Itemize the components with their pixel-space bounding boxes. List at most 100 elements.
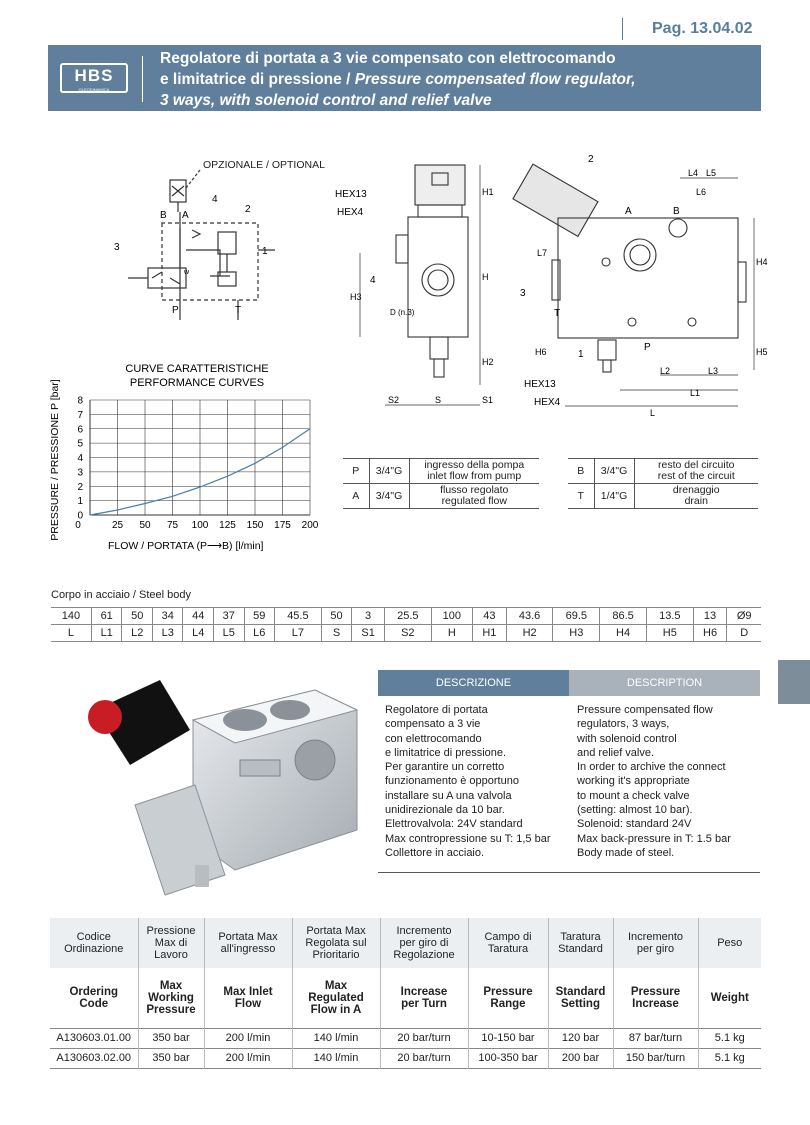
solenoid-angled [512, 163, 599, 238]
port-name: B [568, 458, 595, 484]
y-tick-label: 8 [77, 396, 83, 407]
dim-s2: S2 [388, 395, 399, 405]
x-tick-label: 50 [139, 520, 151, 531]
dimension-value: 100 [430, 607, 473, 625]
front-view-drawing: 2 3 1 L4 L5 L6 L7 A B T P H4 H5 H6 L2 L3… [512, 154, 768, 418]
x-tick-label: 150 [247, 520, 264, 531]
description-it-text: Regolatore di portata compensato a 3 vie… [385, 704, 551, 859]
dim-l4: L4 [688, 168, 698, 178]
dim-h6: H6 [535, 347, 547, 357]
y-tick-label: 5 [77, 439, 83, 450]
title-en-part-2: 3 ways, with solenoid control and relief… [160, 92, 492, 109]
spec-cell: A130603.01.00 [50, 1027, 139, 1048]
dim-s1: S1 [482, 395, 493, 405]
front-callout-1: 1 [578, 349, 584, 360]
dimension-label: L3 [151, 624, 183, 642]
header-cell-en: Max Regulated Flow in A [292, 968, 381, 1028]
spec-cell: 200 bar [548, 1047, 614, 1068]
chart-x-label: FLOW / PORTATA (P⟶B) [l/min] [108, 540, 264, 552]
dim-l5: L5 [706, 168, 716, 178]
spec-cell: 10-150 bar [468, 1027, 549, 1048]
optional-symbol-mark [171, 185, 185, 197]
page-title: Regolatore di portata a 3 vie compensato… [160, 48, 750, 111]
dim-h2: H2 [482, 357, 494, 367]
front-port-b: B [673, 206, 680, 217]
description-en-text: Pressure compensated flow regulators, 3 … [577, 704, 731, 859]
dim-h4: H4 [756, 257, 768, 267]
x-tick-label: 100 [192, 520, 209, 531]
spec-cell: 87 bar/turn [613, 1027, 699, 1048]
dimension-label: H5 [645, 624, 694, 642]
dim-l2: L2 [660, 366, 670, 376]
dimension-label: L7 [274, 624, 322, 642]
dimension-label: H3 [552, 624, 600, 642]
dimension-label: D [726, 624, 761, 642]
dimension-label: L2 [121, 624, 153, 642]
title-en-part: Pressure compensated flow regulator, [354, 71, 636, 88]
header-cell-en: Increase per Turn [380, 968, 469, 1028]
dimension-label: H1 [472, 624, 507, 642]
header-cell-en: Max Inlet Flow [204, 968, 293, 1028]
optional-label: OPZIONALE / OPTIONAL [203, 159, 325, 171]
dimension-value: 43.6 [505, 607, 553, 625]
y-tick-label: 1 [77, 496, 83, 507]
dimension-label: L6 [243, 624, 275, 642]
port-name: T [568, 483, 595, 509]
port-size: 3/4"G [594, 458, 635, 484]
dimension-value: 140 [61, 610, 81, 622]
front-port-a: A [625, 206, 632, 217]
page-number-separator [622, 18, 623, 40]
header-cell-it: Peso [698, 918, 761, 968]
dimension-label: S1 [351, 624, 385, 642]
performance-chart: CURVE CARATTERISTICHE PERFORMANCE CURVES… [49, 363, 319, 552]
port-a-label: A [182, 210, 189, 221]
header-cell-it: Portata Max Regolata sul Prioritario [292, 918, 381, 968]
dimension-value: 61 [90, 607, 122, 625]
dimension-value: 37 [213, 607, 245, 625]
spec-cell: 150 bar/turn [613, 1047, 699, 1068]
spec-cell: 20 bar/turn [380, 1047, 469, 1068]
side-index-tab [778, 660, 810, 704]
y-tick-label: 2 [77, 482, 83, 493]
port-b-label: B [160, 210, 167, 221]
dim-l6: L6 [696, 187, 706, 197]
dim-d: D (n.3) [390, 308, 415, 317]
header-cell-en: Standard Setting [548, 968, 614, 1028]
chart-y-label: PRESSURE / PRESSIONE P [bar] [49, 379, 61, 541]
title-it-part: e limitatrice di pressione / [160, 71, 351, 88]
callout-3: 3 [114, 242, 120, 253]
header-cell-it: Campo di Taratura [468, 918, 549, 968]
side-hex13-label: HEX13 [335, 189, 367, 200]
description-it-title: DESCRIZIONE [378, 670, 569, 696]
dimension-label: L [67, 627, 75, 639]
spec-cell: A130603.02.00 [50, 1047, 139, 1068]
spec-cell: 140 l/min [292, 1027, 381, 1048]
performance-curve [89, 428, 311, 516]
side-hex4-label: HEX4 [337, 207, 364, 218]
header-cell-it: Incremento per giro di Regolazione [380, 918, 469, 968]
dim-h5: H5 [756, 347, 768, 357]
dim-l: L [650, 408, 655, 418]
front-port-t: T [554, 308, 560, 319]
y-tick-label: 7 [77, 410, 83, 421]
x-tick-label: 25 [112, 520, 124, 531]
spec-cell: 200 l/min [204, 1027, 293, 1048]
title-line-2: e limitatrice di pressione / Pressure co… [160, 69, 750, 90]
x-tick-label: 75 [167, 520, 179, 531]
front-callout-2: 2 [588, 154, 594, 165]
dimension-value: 25.5 [383, 607, 432, 625]
title-line-3: 3 ways, with solenoid control and relief… [160, 90, 750, 111]
